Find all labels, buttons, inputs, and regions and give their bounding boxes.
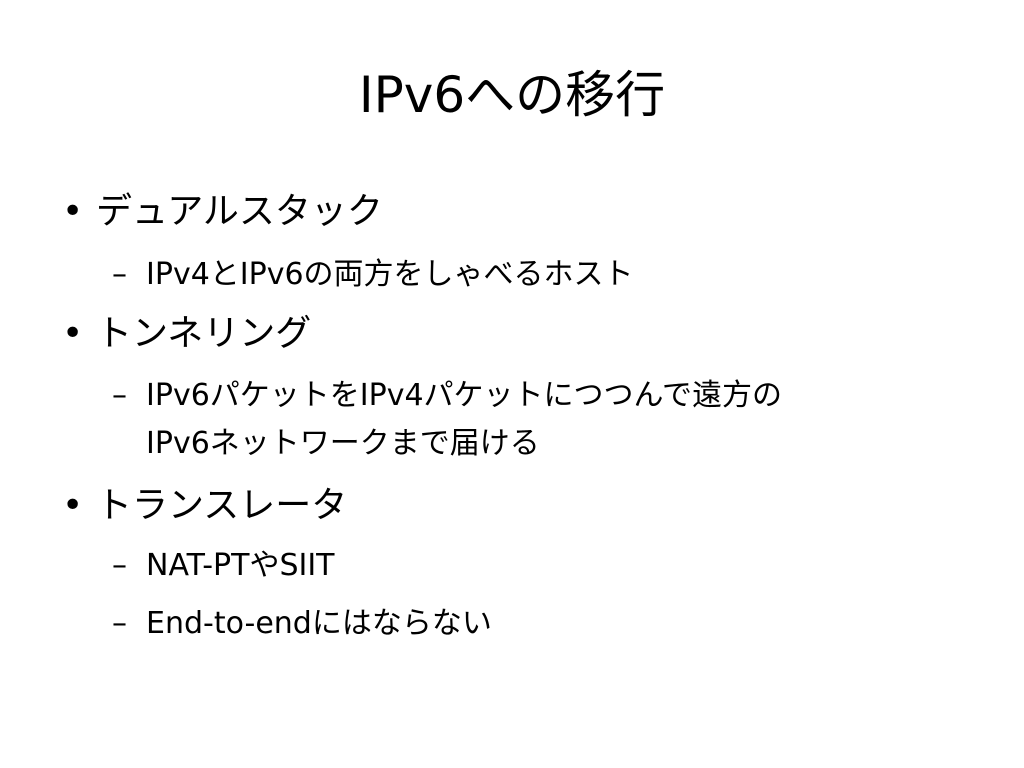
slide-title: IPv6への移行 [358,66,666,124]
sub-item-text: IPv4とIPv6の両方をしゃべるホスト [146,257,634,292]
bullet-marker: • [62,313,84,354]
bullet-label: デュアルスタック [96,191,383,232]
sub-item-text-line-1: IPv6パケットをIPv4パケットにつつんで遠方の [146,378,783,413]
sub-item-text: End-to-endにはならない [146,606,492,641]
bullet-item-translator: • トランスレータ [56,484,347,528]
bullet-marker: • [62,191,84,232]
sub-item-text: NAT-PTやSIIT [146,548,335,583]
sub-item-tunneling: – IPv6パケットをIPv4パケットにつつんで遠方の IPv6ネットワークまで… [112,372,782,468]
bullet-item-tunneling: • トンネリング [56,312,311,356]
dash-marker: – [112,606,127,641]
bullet-item-dual-stack: • デュアルスタック [56,190,383,234]
dash-marker: – [112,378,127,413]
sub-item-nat-pt: – NAT-PTやSIIT [112,542,335,590]
bullet-label: トンネリング [96,313,312,354]
bullet-label: トランスレータ [96,485,348,526]
sub-item-text-line-2: IPv6ネットワークまで届ける [146,426,540,461]
bullet-marker: • [62,485,84,526]
sub-item-dual-stack: – IPv4とIPv6の両方をしゃべるホスト [112,251,634,299]
dash-marker: – [112,548,127,583]
sub-item-end-to-end: – End-to-endにはならない [112,600,492,648]
dash-marker: – [112,257,127,292]
